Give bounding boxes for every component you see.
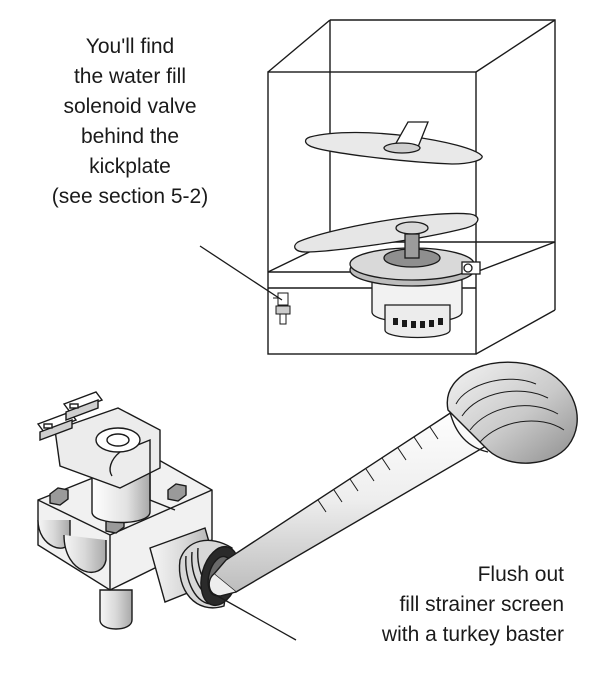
- caption-line: kickplate: [89, 155, 171, 178]
- caption-line: fill strainer screen: [399, 593, 564, 616]
- baster-bulb: [446, 361, 578, 464]
- turkey-baster: [208, 361, 578, 597]
- upper-spray-arm: [304, 121, 483, 165]
- baster-tube: [213, 405, 491, 593]
- caption-line: with a turkey baster: [381, 623, 564, 646]
- caption-line: Flush out: [477, 563, 564, 586]
- flush-strainer-caption: Flush out fill strainer screen with a tu…: [382, 560, 564, 650]
- caption-line: behind the: [80, 125, 180, 148]
- caption-line: solenoid valve: [63, 95, 197, 118]
- tub-front-frame: [267, 71, 477, 355]
- motor-vents: [393, 318, 443, 328]
- baster-graduations: [317, 426, 439, 513]
- tub-depth-edge: [267, 19, 331, 73]
- top-leader-line: [199, 245, 283, 301]
- tub-depth-edge: [475, 309, 556, 355]
- solenoid-valve-small: [273, 292, 291, 325]
- pump-motor-assembly: [349, 233, 481, 339]
- tub-depth-edge: [475, 19, 556, 73]
- caption-line: (see section 5-2): [51, 185, 209, 208]
- caption-line: You'll find: [85, 35, 175, 58]
- solenoid-location-caption: You'll find the water fill solenoid valv…: [20, 32, 240, 212]
- bottom-leader-line: [213, 593, 297, 641]
- tub-depth-edge: [475, 241, 556, 273]
- caption-line: the water fill: [73, 65, 187, 88]
- lower-spray-arm: [294, 212, 479, 253]
- spade-terminals: [36, 391, 104, 442]
